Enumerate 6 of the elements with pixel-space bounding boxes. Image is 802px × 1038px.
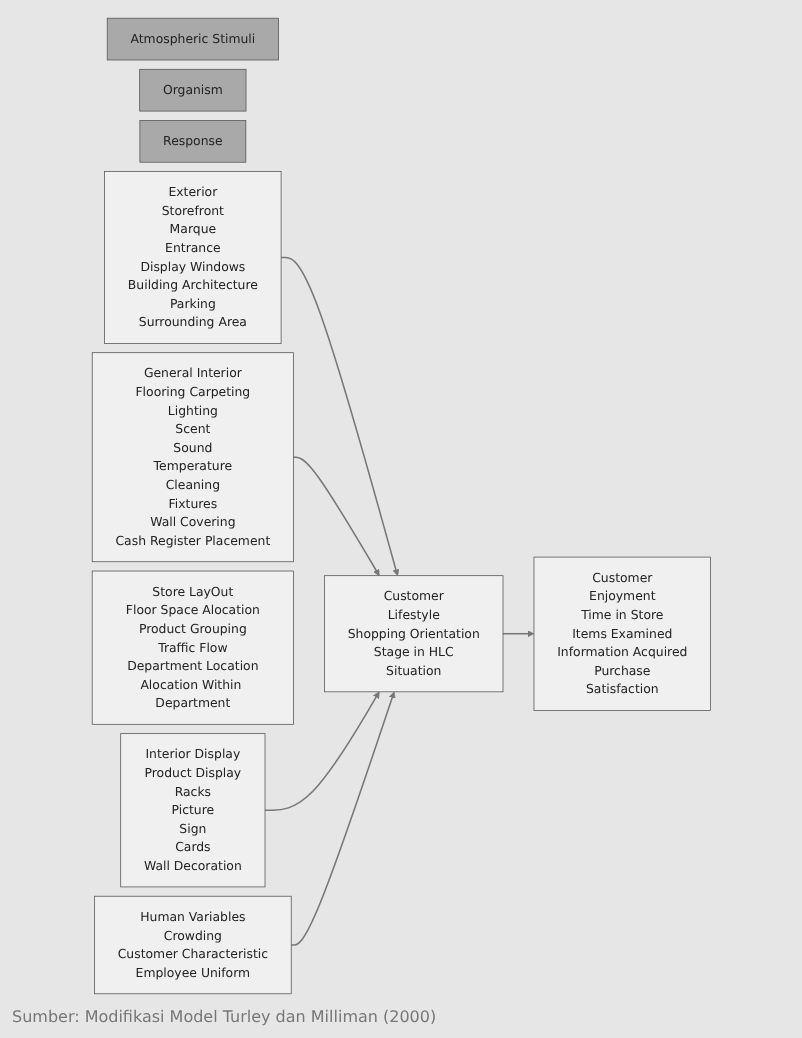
arrow: [501, 630, 534, 638]
arrow: [290, 691, 396, 946]
arrow: [292, 456, 380, 576]
arrow: [263, 691, 380, 812]
arrow: [279, 256, 399, 576]
caption: Sumber: Modifikasi Model Turley dan Milliman (2000): [12, 1008, 439, 1026]
